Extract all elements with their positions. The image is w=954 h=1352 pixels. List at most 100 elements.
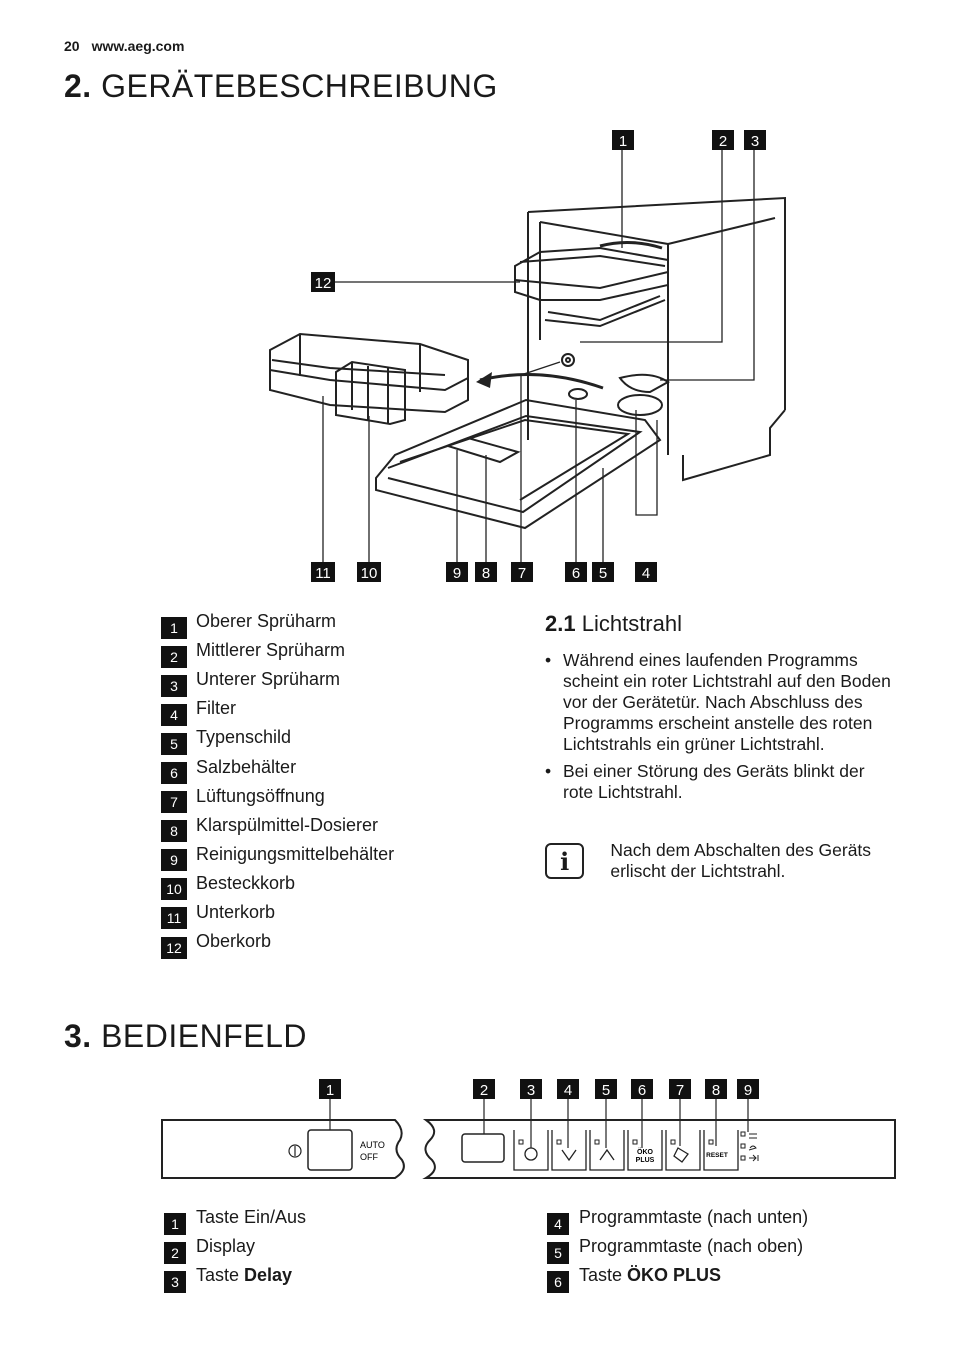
panel-callout-2-label: 2	[480, 1082, 488, 1099]
callout-lines	[322, 150, 755, 562]
callout-3	[744, 130, 766, 150]
legend-label: Filter	[196, 698, 236, 719]
callout-2-label: 2	[719, 133, 727, 150]
legend-item: 5 Typenschild	[161, 726, 521, 755]
legend-label-text: Programmtaste (nach unten)	[579, 1207, 809, 1227]
panel-callout-lines	[329, 1098, 749, 1148]
display	[461, 1133, 505, 1163]
subsection-heading: 2.1 Lichtstrahl	[545, 611, 682, 637]
legend-label: Oberer Sprüharm	[196, 611, 337, 632]
tablet-button[interactable]	[665, 1130, 701, 1171]
panel-callout-8	[705, 1079, 727, 1099]
panel-callout-5	[595, 1079, 617, 1099]
program-down-button[interactable]	[551, 1130, 587, 1171]
legend-badge: 6	[547, 1270, 569, 1293]
section-3-number: 3.	[64, 1018, 92, 1054]
page-number: 20	[64, 38, 80, 54]
page-header: 20 www.aeg.com	[64, 38, 196, 54]
legend-label: Typenschild	[196, 727, 292, 748]
legend-badge: 12	[161, 936, 187, 959]
legend-label: Programmtaste (nach oben)	[579, 1236, 803, 1257]
legend-item: 4 Filter	[161, 697, 521, 726]
panel-callout-4-label: 4	[564, 1082, 572, 1099]
legend-badge: 1	[164, 1212, 186, 1235]
legend-item: 2 Display	[164, 1235, 306, 1264]
callout-9-label: 9	[453, 565, 461, 582]
legend-item: 12 Oberkorb	[161, 930, 521, 959]
callout-5-label: 5	[599, 565, 607, 582]
callout-5	[592, 562, 614, 582]
reset-button[interactable]	[703, 1130, 739, 1171]
legend-label: Display	[196, 1236, 255, 1257]
legend-item: 6 Taste ÖKO PLUS	[547, 1264, 808, 1293]
panel-callouts: 1 2 3 4 5 6 7 8 9	[319, 1079, 759, 1099]
panel-callout-3	[520, 1079, 542, 1099]
legend-badge: 4	[547, 1212, 569, 1235]
legend-label: Besteckkorb	[196, 872, 296, 893]
oko-label: ÖKO	[637, 1147, 654, 1156]
legend-label: Oberkorb	[196, 931, 272, 952]
callout-12	[311, 272, 335, 292]
callout-4-label: 4	[642, 565, 650, 582]
panel-callout-6-label: 6	[638, 1082, 646, 1099]
indicator-led	[556, 1139, 562, 1145]
section-2-heading: 2. GERÄTEBESCHREIBUNG	[64, 68, 498, 105]
callout-2	[712, 130, 734, 150]
legend-badge: 1	[161, 616, 187, 639]
legend-label: Taste ÖKO PLUS	[579, 1265, 721, 1286]
callout-7-label: 7	[518, 565, 526, 582]
delay-button[interactable]	[513, 1130, 549, 1171]
program-up-button[interactable]	[589, 1130, 625, 1171]
legend-badge: 2	[164, 1241, 186, 1264]
indicator-led	[594, 1139, 600, 1145]
indicator-led	[708, 1139, 714, 1145]
bullet-item: Während eines laufenden Programms schein…	[545, 650, 895, 755]
panel-callout-3-label: 3	[527, 1082, 535, 1099]
callout-10	[357, 562, 381, 582]
indicator-led	[740, 1131, 746, 1137]
indicator-led	[740, 1155, 746, 1161]
control-panel-diagram: AUTO OFF ÖKO PLUS RESET	[161, 1079, 896, 1179]
legend-label-text: Taste	[196, 1265, 245, 1285]
legend-label: Klarspülmittel-Dosierer	[196, 814, 379, 835]
legend-badge: 4	[161, 703, 187, 726]
bullet-list: Während eines laufenden Programms schein…	[545, 650, 895, 809]
on-off-button[interactable]	[307, 1129, 353, 1171]
end-icon	[749, 1154, 759, 1162]
legend-badge: 9	[161, 849, 187, 872]
legend-item: 4 Programmtaste (nach unten)	[547, 1206, 808, 1235]
dishwasher-diagram: 1 2 3 12 11 10 9 8 7 6 5 4	[269, 130, 786, 582]
indicator-led	[670, 1139, 676, 1145]
page-url: www.aeg.com	[91, 38, 185, 54]
legend-label: Reinigungsmittelbehälter	[196, 843, 395, 864]
legend-badge: 3	[161, 674, 187, 697]
callout-8-label: 8	[482, 565, 490, 582]
power-icon	[288, 1144, 302, 1158]
legend-label: Taste Delay	[196, 1265, 292, 1286]
legend-item: 1 Oberer Sprüharm	[161, 610, 521, 639]
legend-label: Programmtaste (nach unten)	[579, 1207, 808, 1228]
callout-9	[446, 562, 468, 582]
chevron-down-icon	[561, 1149, 577, 1162]
panel-callout-6	[631, 1079, 653, 1099]
panel-drawing	[161, 1119, 896, 1179]
info-note: i Nach dem Abschalten des Geräts erlisch…	[545, 840, 895, 882]
legend-item: 9 Reinigungsmittelbehälter	[161, 843, 521, 872]
legend-label-bold: ÖKO PLUS	[627, 1265, 722, 1285]
legend-badge: 5	[161, 732, 187, 755]
panel-callout-7	[669, 1079, 691, 1099]
section-2-number: 2.	[64, 68, 92, 104]
callout-12-label: 12	[315, 275, 332, 292]
legend-label: Unterkorb	[196, 901, 276, 922]
panel-callout-9	[737, 1079, 759, 1099]
oko-plus-button[interactable]	[627, 1130, 663, 1171]
panel-callout-8-label: 8	[712, 1082, 720, 1099]
info-note-text: Nach dem Abschalten des Geräts erlischt …	[610, 840, 872, 881]
